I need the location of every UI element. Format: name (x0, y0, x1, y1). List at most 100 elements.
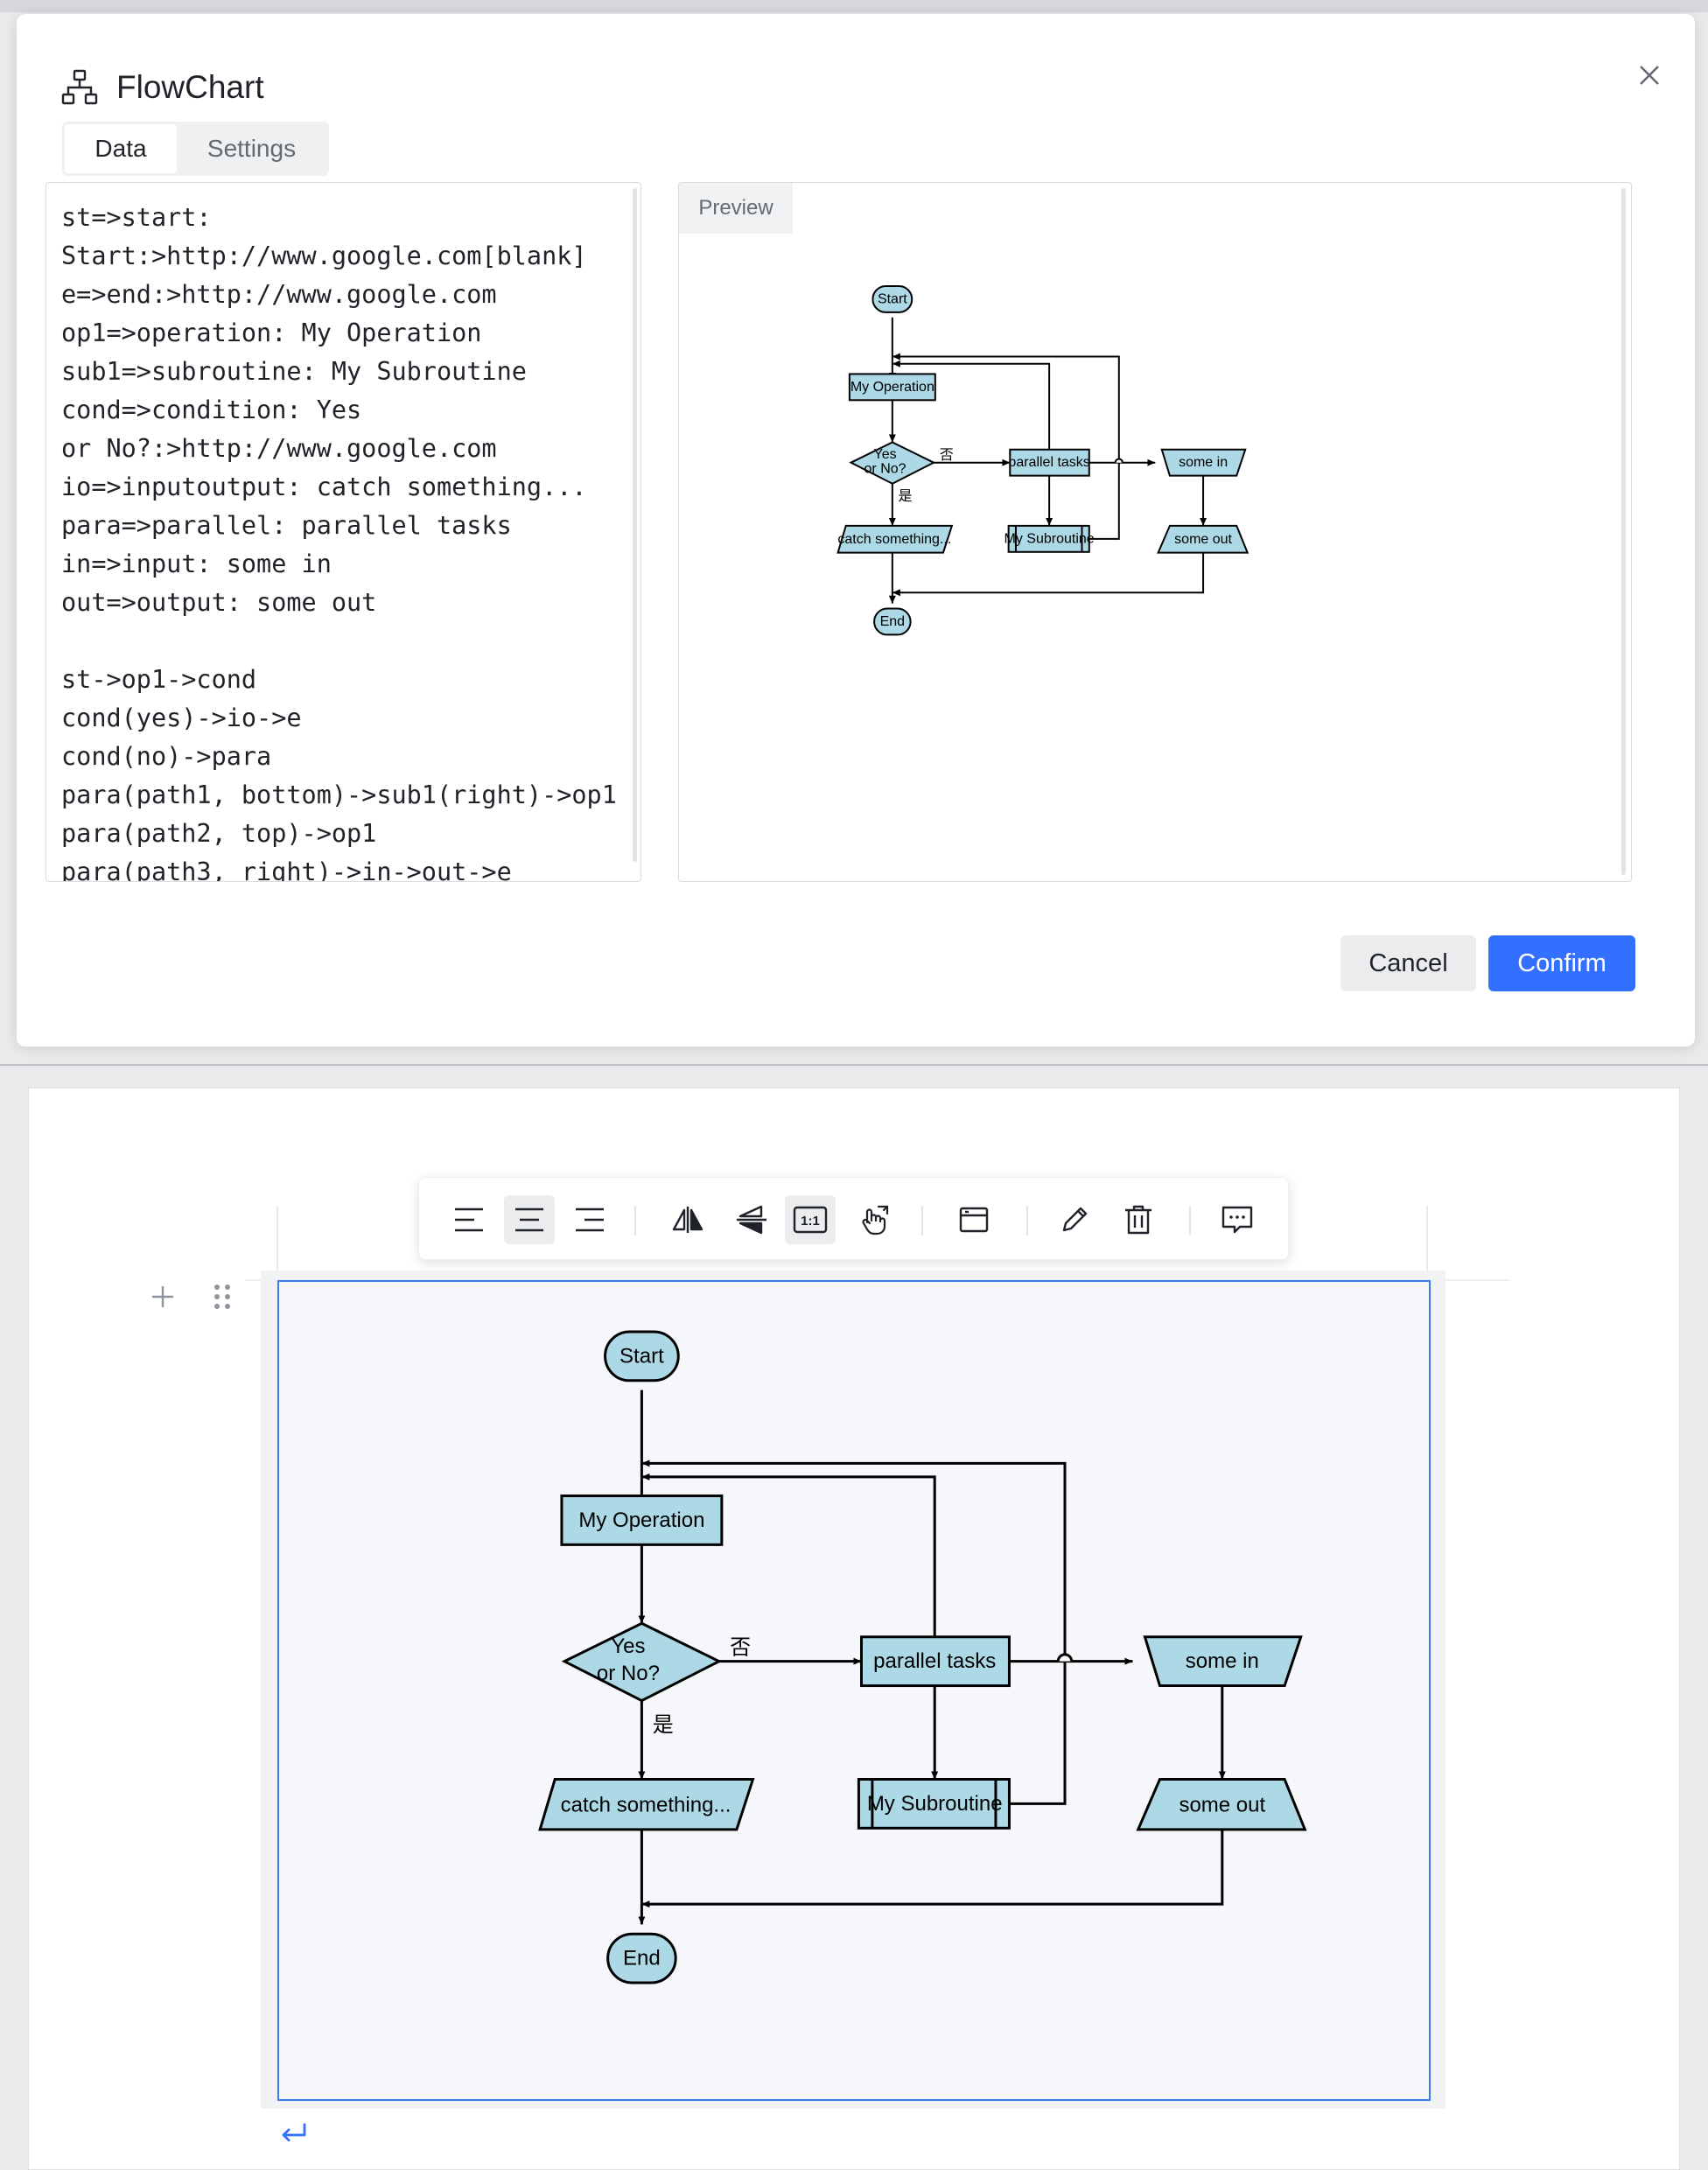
inputoutput-node-label: catch something... (561, 1793, 732, 1816)
code-editor[interactable]: st=>start: Start:>http://www.google.com[… (46, 182, 641, 882)
edge-sub1-op1 (892, 353, 1120, 540)
subroutine-node-label: My Subroutine (1004, 531, 1095, 546)
inputoutput-node (538, 1778, 755, 1831)
toolbar-divider (1189, 1206, 1191, 1236)
comment-button[interactable] (1212, 1195, 1263, 1244)
edge-label-no: 否 (940, 448, 954, 463)
align-center-icon (515, 1208, 543, 1232)
input-node-label: some in (1186, 1649, 1259, 1673)
edge-out-end (892, 552, 1205, 597)
align-right-button[interactable] (564, 1195, 615, 1244)
modal-tabs: Data Settings (62, 122, 329, 176)
toolbar-divider (634, 1206, 636, 1236)
subroutine-node (857, 1778, 1011, 1830)
preview-label: Preview (679, 183, 793, 234)
align-left-button[interactable] (444, 1195, 494, 1244)
edge-label-yes: 是 (898, 489, 912, 504)
operation-node-label: My Operation (850, 380, 934, 395)
subroutine-node-label: My Subroutine (867, 1792, 1003, 1816)
operation-node (848, 373, 936, 402)
edit-pencil-icon (1062, 1207, 1088, 1232)
condition-node (849, 441, 936, 485)
inputoutput-node-label: catch something... (837, 532, 951, 547)
end-node-label: End (880, 614, 905, 629)
output-node (1136, 1778, 1307, 1831)
tab-settings[interactable]: Settings (206, 135, 297, 162)
close-icon (1640, 66, 1659, 85)
background-strip (0, 0, 1708, 12)
start-node-label: Start (878, 291, 907, 306)
flip-horizontal-button[interactable] (662, 1195, 713, 1244)
align-left-icon (455, 1208, 483, 1232)
subroutine-node (1007, 524, 1090, 553)
comment-icon (1222, 1206, 1253, 1234)
parallel-node-label: parallel tasks (873, 1649, 996, 1673)
condition-node-label-line1: Yes (611, 1634, 645, 1658)
align-center-button[interactable] (504, 1195, 555, 1244)
start-node (872, 285, 914, 313)
edge-para-op1 (892, 360, 1051, 450)
condition-node-label-line2: or No? (597, 1662, 660, 1685)
add-block-button[interactable] (145, 1279, 180, 1314)
edge-crossing-hop (1056, 1653, 1074, 1662)
code-scrollbar[interactable] (633, 188, 637, 862)
edge-out-end (641, 1829, 1224, 1908)
close-button[interactable] (1628, 54, 1670, 96)
edge-sub1-op1 (641, 1460, 1067, 1805)
actual-size-icon: 1:1 (793, 1206, 828, 1234)
plus-icon (152, 1286, 173, 1307)
drag-handle[interactable] (206, 1279, 238, 1314)
parallel-node-label: parallel tasks (1008, 455, 1089, 470)
modal-title: FlowChart (116, 69, 264, 105)
input-node (1160, 448, 1247, 477)
svg-text:1:1: 1:1 (801, 1214, 820, 1228)
cancel-button[interactable]: Cancel (1340, 935, 1476, 991)
edge-label-no: 否 (730, 1636, 751, 1660)
return-icon (282, 2123, 306, 2142)
end-node-label: End (623, 1947, 661, 1970)
delete-trash-icon (1125, 1205, 1152, 1235)
condition-node-label-line1: Yes (873, 447, 896, 462)
toolbar-divider (921, 1206, 923, 1236)
window-button[interactable] (948, 1195, 999, 1244)
separator (0, 1064, 1708, 1066)
start-node-label: Start (620, 1344, 664, 1368)
actual-size-button[interactable]: 1:1 (785, 1195, 836, 1244)
delete-button[interactable] (1113, 1195, 1164, 1244)
edit-button[interactable] (1049, 1195, 1100, 1244)
edge-para-op1 (641, 1473, 936, 1637)
modal-header: FlowChart (60, 52, 264, 122)
flip-horizontal-icon (672, 1207, 704, 1233)
drag-hand-button[interactable] (849, 1195, 900, 1244)
end-node (873, 607, 912, 636)
operation-node (560, 1494, 724, 1546)
parallel-node (860, 1635, 1011, 1688)
window-icon (959, 1207, 989, 1233)
image-toolbar: 1:1 (418, 1177, 1289, 1260)
input-node (1143, 1635, 1303, 1688)
align-right-icon (576, 1208, 604, 1232)
output-node-label: some out (1174, 532, 1232, 547)
flowchart-icon (61, 69, 98, 105)
drag-handle-icon (214, 1284, 230, 1309)
output-node (1157, 524, 1250, 554)
drag-hand-icon (862, 1205, 889, 1236)
edge-label-yes: 是 (653, 1713, 674, 1737)
output-node-label: some out (1179, 1793, 1265, 1816)
flip-vertical-icon (737, 1205, 766, 1235)
preview-scrollbar[interactable] (1621, 188, 1626, 875)
toolbar-divider (1026, 1206, 1028, 1236)
guide-line (1426, 1206, 1428, 1272)
code-text[interactable]: st=>start: Start:>http://www.google.com[… (61, 203, 617, 882)
edge-crossing-hop (1114, 458, 1124, 463)
tab-data[interactable]: Data (65, 124, 177, 173)
input-node-label: some in (1179, 455, 1228, 470)
confirm-button[interactable]: Confirm (1488, 935, 1635, 991)
start-node (604, 1330, 680, 1382)
parallel-node (1009, 448, 1090, 477)
flip-vertical-button[interactable] (726, 1195, 777, 1244)
